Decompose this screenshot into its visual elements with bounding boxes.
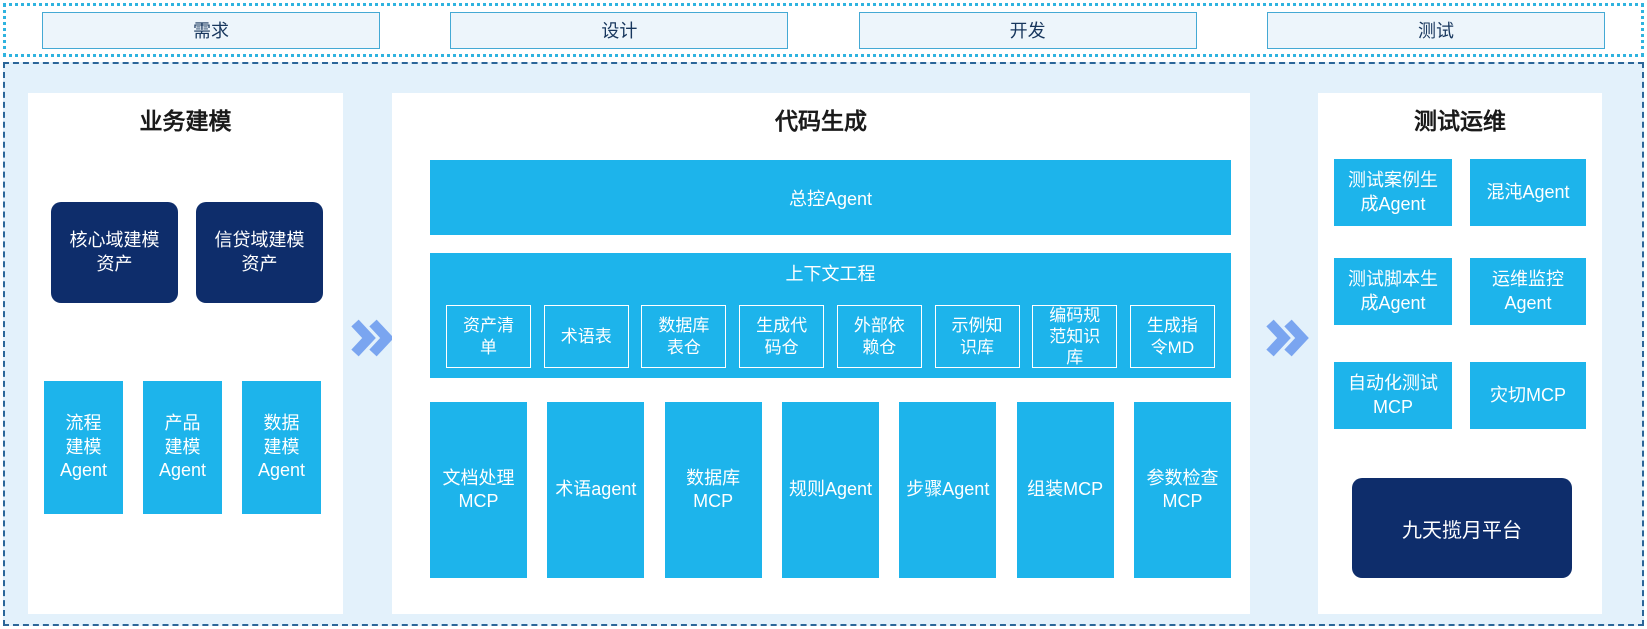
tool-row: 文档处理MCP 术语agent 数据库MCP 规则Agent 步骤Agent 组…: [430, 402, 1231, 578]
testops-box-ops-monitor-agent: 运维监控Agent: [1470, 258, 1586, 325]
phase-box-design: 设计: [450, 11, 789, 49]
phase-label: 测试: [1417, 21, 1454, 41]
testops-box-chaos-agent: 混沌Agent: [1470, 159, 1586, 226]
section-title-test-ops: 测试运维: [1414, 108, 1506, 134]
panel-code-generation: 代码生成 总控Agent 上下文工程 资产清单 术语表 数据库表仓 生成代码仓: [392, 93, 1250, 614]
phase-label: 设计: [601, 21, 638, 41]
agent-box-process-modeling: 流程建模Agent: [44, 381, 123, 514]
tool-box-glossary-agent: 术语agent: [547, 402, 645, 578]
panel-test-ops: 测试运维 测试案例生成Agent 混沌Agent 测试脚本生成Agent 运维监…: [1318, 93, 1602, 614]
platform-box-jiutian-lanyue: 九天揽月平台: [1352, 478, 1572, 578]
ce-item-example-knowledge-base: 示例知识库: [934, 305, 1020, 368]
main-area: 业务建模 核心域建模资产 信贷域建模资产 流程建模Agent 产品建模Agent…: [3, 62, 1644, 626]
section-title-code-generation: 代码生成: [775, 108, 867, 134]
ce-item-generate-instruction-md: 生成指令MD: [1129, 305, 1215, 368]
section-title-business-modeling: 业务建模: [139, 108, 232, 134]
agent-box-product-modeling: 产品建模Agent: [143, 381, 222, 514]
tool-box-step-agent: 步骤Agent: [899, 402, 997, 578]
ce-item-glossary: 术语表: [543, 305, 629, 368]
phase-label: 开发: [1009, 21, 1046, 41]
tool-box-rule-agent: 规则Agent: [781, 402, 879, 578]
ce-item-generated-code-repo: 生成代码仓: [739, 305, 825, 368]
phase-box-requirements: 需求: [42, 11, 380, 49]
asset-box-credit-domain: 信贷域建模资产: [196, 202, 323, 303]
tool-box-doc-processing-mcp: 文档处理MCP: [430, 402, 527, 578]
testops-box-auto-test-mcp: 自动化测试MCP: [1334, 362, 1452, 429]
tool-box-param-check-mcp: 参数检查MCP: [1133, 402, 1231, 578]
flow-arrow-icon: [351, 319, 394, 357]
context-engineering-title: 上下文工程: [785, 264, 876, 284]
panel-business-modeling: 业务建模 核心域建模资产 信贷域建模资产 流程建模Agent 产品建模Agent…: [28, 93, 343, 614]
asset-box-core-domain: 核心域建模资产: [51, 202, 178, 303]
phase-box-development: 开发: [858, 11, 1197, 49]
context-engineering-block: 上下文工程 资产清单 术语表 数据库表仓 生成代码仓 外部依赖仓 示例知识库: [430, 253, 1231, 378]
ce-item-coding-standard-kb: 编码规范知识库: [1032, 305, 1118, 368]
context-engineering-items: 资产清单 术语表 数据库表仓 生成代码仓 外部依赖仓 示例知识库 编码规范知识库: [446, 305, 1215, 368]
agent-box-data-modeling: 数据建模Agent: [242, 381, 321, 514]
testops-box-disaster-switch-mcp: 灾切MCP: [1470, 362, 1586, 429]
tool-box-database-mcp: 数据库MCP: [664, 402, 762, 578]
ce-item-db-table-repo: 数据库表仓: [641, 305, 727, 368]
ce-item-external-deps-repo: 外部依赖仓: [836, 305, 922, 368]
phase-bar: 需求 设计 开发 测试: [3, 3, 1644, 57]
ce-item-asset-list: 资产清单: [446, 305, 531, 368]
phase-box-testing: 测试: [1266, 11, 1605, 49]
testops-box-test-case-agent: 测试案例生成Agent: [1334, 159, 1452, 226]
testops-box-test-script-agent: 测试脚本生成Agent: [1334, 258, 1452, 325]
flow-arrow-icon: [1266, 319, 1309, 357]
tool-box-assembly-mcp: 组装MCP: [1016, 402, 1114, 578]
master-agent-bar: 总控Agent: [430, 160, 1231, 235]
phase-label: 需求: [193, 21, 229, 41]
